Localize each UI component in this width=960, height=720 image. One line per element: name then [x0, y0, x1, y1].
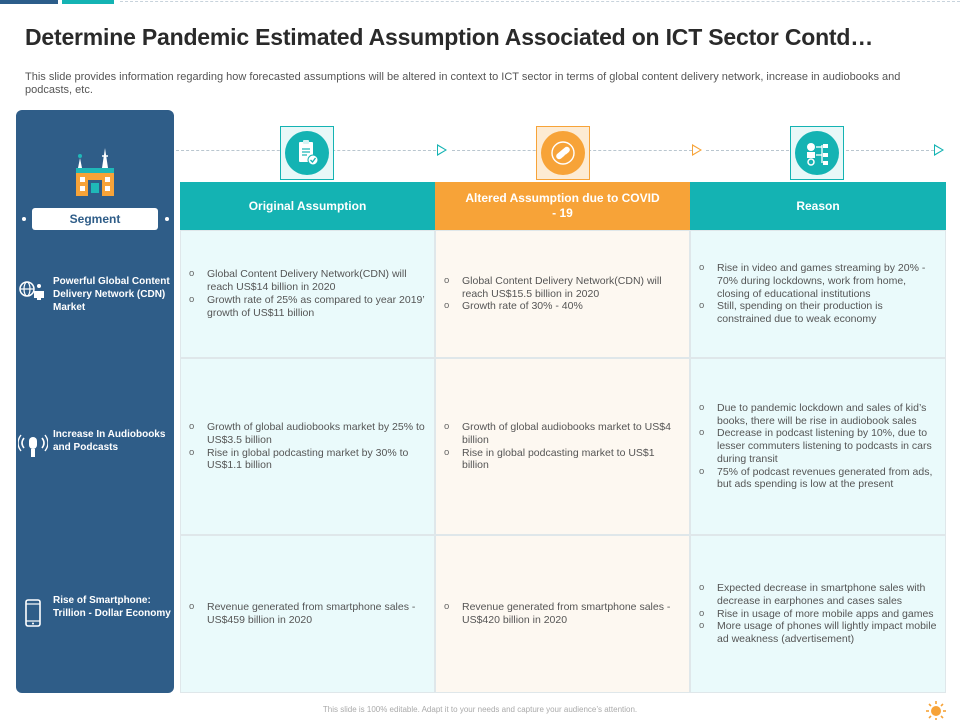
bullet-item: Revenue generated from smartphone sales …: [189, 601, 426, 627]
bullet-item: Decrease in podcast listening by 10%, du…: [699, 427, 937, 465]
sidebar-item-label: Powerful Global Content Delivery Network…: [53, 276, 170, 313]
bullet-item: Global Content Delivery Network(CDN) wil…: [444, 275, 681, 301]
sun-logo-icon: [926, 701, 946, 720]
podcast-mic-icon: [18, 434, 48, 457]
table-cell-reason: Due to pandemic lockdown and sales of ki…: [690, 358, 946, 535]
segment-dot-right: [165, 217, 169, 221]
table-cell-reason: Expected decrease in smartphone sales wi…: [690, 535, 946, 693]
segment-label: Segment: [32, 208, 158, 230]
table-cell-altered: Revenue generated from smartphone sales …: [435, 535, 690, 693]
segment-sidebar: [16, 110, 174, 693]
bullet-item: Still, spending on their production is c…: [699, 300, 937, 326]
analysis-gear-icon: [807, 143, 828, 166]
bullet-list: Growth of global audiobooks market by 25…: [189, 421, 426, 472]
bullet-list: Expected decrease in smartphone sales wi…: [699, 582, 937, 646]
bullet-item: Revenue generated from smartphone sales …: [444, 601, 681, 627]
arrow-right-icon: [934, 144, 944, 156]
bullet-item: 75% of podcast revenues generated from a…: [699, 466, 937, 492]
bullet-item: Growth rate of 25% as compared to year 2…: [189, 294, 426, 320]
bullet-item: Growth of global audiobooks market by 25…: [189, 421, 426, 447]
bullet-item: Expected decrease in smartphone sales wi…: [699, 582, 937, 608]
covid-virus-icon: [551, 141, 575, 165]
bullet-item: Rise in global podcasting market to US$1…: [444, 447, 681, 473]
arrow-right-icon: [437, 144, 447, 156]
document-check-icon: [299, 140, 319, 166]
reason-column-icon-box: [790, 126, 844, 180]
sidebar-item-label: Rise of Smartphone: Trillion - Dollar Ec…: [53, 595, 171, 619]
bullet-item: Global Content Delivery Network(CDN) wil…: [189, 268, 426, 294]
cdn-network-icon: [19, 281, 44, 300]
bullet-item: Growth rate of 30% - 40%: [444, 300, 681, 313]
table-cell-original: Revenue generated from smartphone sales …: [180, 535, 435, 693]
industry-building-icon: [76, 148, 114, 196]
arrow-right-icon: [692, 144, 702, 156]
smartphone-icon: [25, 599, 41, 627]
bullet-item: Rise in video and games streaming by 20%…: [699, 262, 937, 300]
bullet-item: Rise in usage of more mobile apps and ga…: [699, 608, 937, 621]
footer-note: This slide is 100% editable. Adapt it to…: [322, 705, 638, 714]
original-column-icon-box: [280, 126, 334, 180]
bullet-item: Rise in global podcasting market by 30% …: [189, 447, 426, 473]
altered-column-icon-box: [536, 126, 590, 180]
bullet-item: More usage of phones will lightly impact…: [699, 620, 937, 646]
bullet-list: Global Content Delivery Network(CDN) wil…: [444, 275, 681, 313]
header-original-assumption: Original Assumption: [180, 182, 435, 230]
bullet-list: Revenue generated from smartphone sales …: [189, 601, 426, 627]
table-cell-altered: Global Content Delivery Network(CDN) wil…: [435, 230, 690, 358]
header-reason: Reason: [690, 182, 946, 230]
bullet-item: Due to pandemic lockdown and sales of ki…: [699, 402, 937, 428]
header-altered-assumption: Altered Assumption due to COVID - 19: [435, 182, 690, 230]
slide-title: Determine Pandemic Estimated Assumption …: [25, 24, 874, 50]
table-cell-reason: Rise in video and games streaming by 20%…: [690, 230, 946, 358]
table-cell-original: Global Content Delivery Network(CDN) wil…: [180, 230, 435, 358]
table-cell-altered: Growth of global audiobooks market to US…: [435, 358, 690, 535]
table-cell-original: Growth of global audiobooks market by 25…: [180, 358, 435, 535]
bullet-item: Growth of global audiobooks market to US…: [444, 421, 681, 447]
top-accent-bar: [0, 0, 960, 4]
bullet-list: Revenue generated from smartphone sales …: [444, 601, 681, 627]
segment-label-wrap: Segment: [0, 208, 174, 230]
segment-dot-left: [22, 217, 26, 221]
bullet-list: Due to pandemic lockdown and sales of ki…: [699, 402, 937, 492]
bullet-list: Rise in video and games streaming by 20%…: [699, 262, 937, 326]
bullet-list: Global Content Delivery Network(CDN) wil…: [189, 268, 426, 319]
sidebar-item-label: Increase In Audiobooks and Podcasts: [53, 429, 166, 453]
bullet-list: Growth of global audiobooks market to US…: [444, 421, 681, 472]
slide-subtitle: This slide provides information regardin…: [25, 71, 901, 96]
